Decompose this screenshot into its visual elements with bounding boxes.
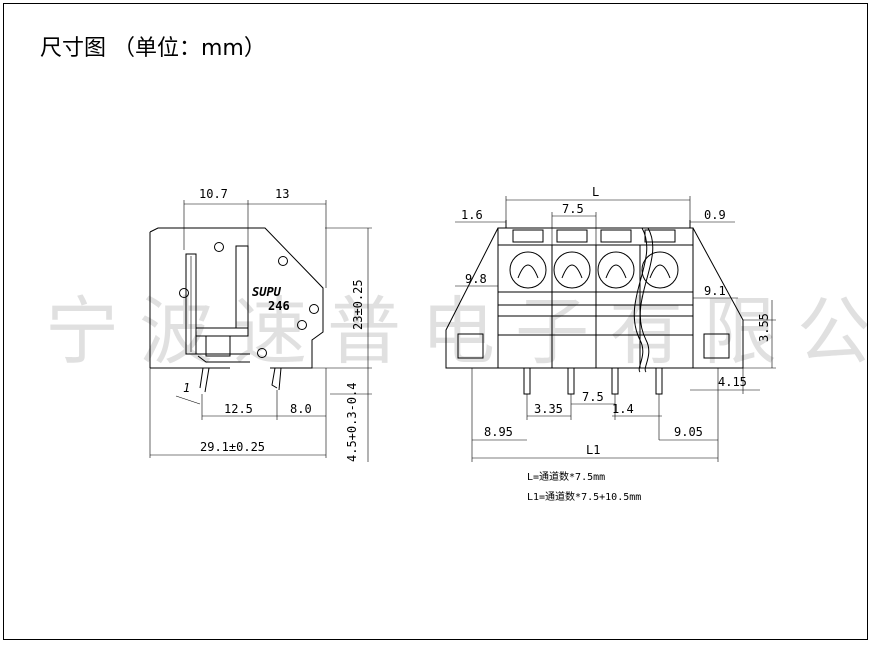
dim-left-offset: 1.6 [461, 208, 483, 222]
front-view-labels: L 1.6 7.5 0.9 9.8 9.1 3.55 4.15 3.35 7.5… [461, 185, 771, 457]
brand-logo: SUPU [252, 285, 282, 299]
dim-left-end: 8.95 [484, 425, 513, 439]
dim-height: 23±0.25 [351, 279, 365, 330]
drawing-title: 尺寸图 （单位：mm） [40, 36, 266, 61]
drawing-frame [3, 3, 868, 640]
dim-right-offset: 0.9 [704, 208, 726, 222]
dim-L1: L1 [586, 443, 600, 457]
dim-right-mid: 9.1 [704, 284, 726, 298]
dim-pin-offset: 3.35 [534, 402, 563, 416]
dim-right-step: 4.15 [718, 375, 747, 389]
dim-left-mid: 9.8 [465, 272, 487, 286]
dim-L: L [592, 185, 599, 199]
dim-total-width: 29.1±0.25 [200, 440, 265, 454]
dim-pin-width: 1.4 [612, 402, 634, 416]
dim-pitch-bottom: 7.5 [582, 390, 604, 404]
dim-pitch-top: 7.5 [562, 202, 584, 216]
side-view [149, 200, 372, 462]
side-view-labels: 10.7 13 23±0.25 1 12.5 8.0 29.1±0.25 4.5… [183, 187, 365, 462]
dim-bottom-left: 12.5 [224, 402, 253, 416]
note-formula-L1: L1=通道数*7.5+10.5mm [527, 492, 642, 503]
dim-right-end: 9.05 [674, 425, 703, 439]
model-number: 246 [268, 299, 290, 313]
dim-bottom-right: 8.0 [290, 402, 312, 416]
dim-top-right: 13 [275, 187, 289, 201]
note-formula-L: L=通道数*7.5mm [527, 472, 606, 483]
dim-pin-length: 4.5+0.3-0.4 [345, 383, 359, 462]
dim-top-left: 10.7 [199, 187, 228, 201]
dim-pin-label: 1 [183, 381, 190, 395]
front-view [445, 196, 776, 462]
dim-right-height: 3.55 [757, 313, 771, 342]
